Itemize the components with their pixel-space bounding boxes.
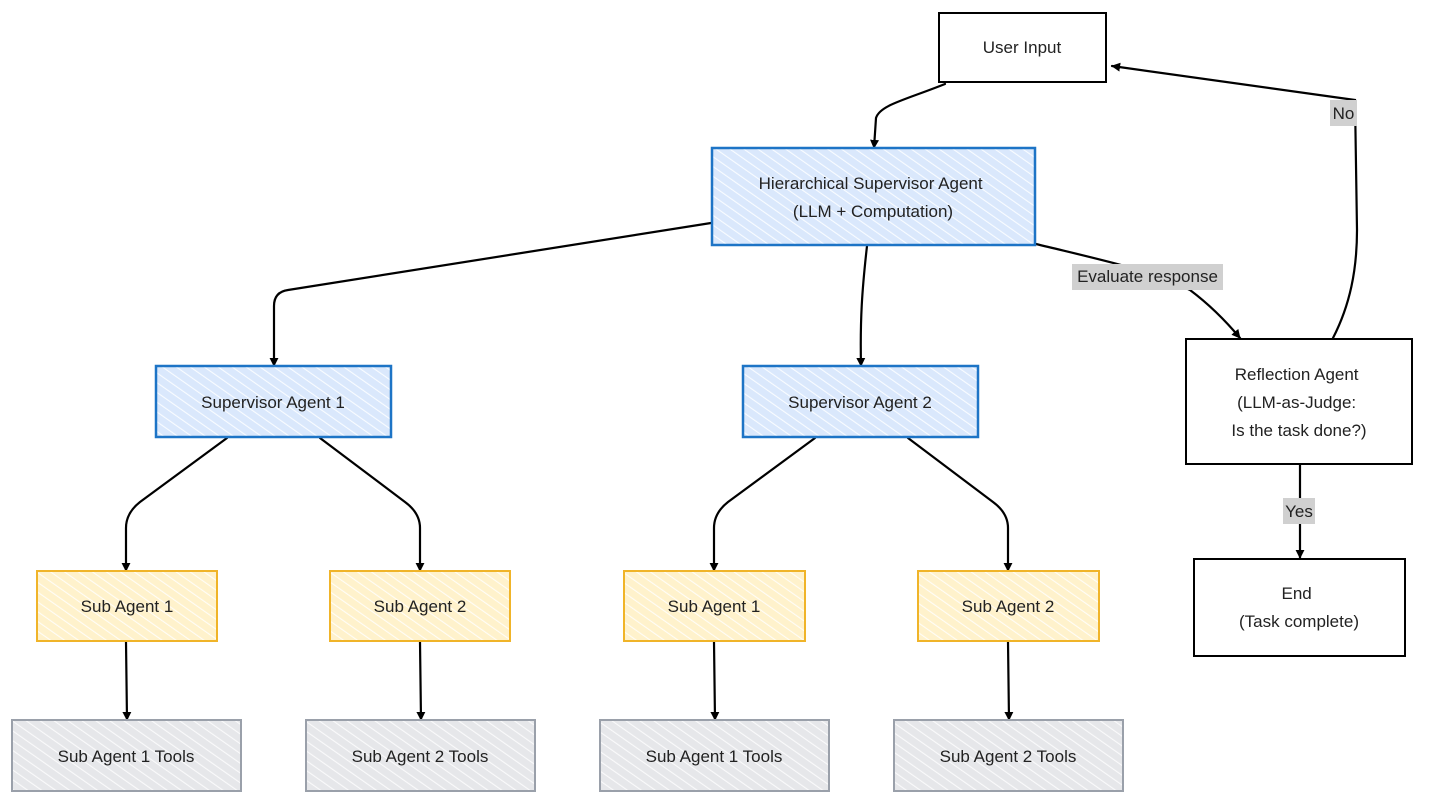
node-tools-2a[interactable]: Sub Agent 2 Tools xyxy=(305,719,536,792)
node-supervisor-1[interactable]: Supervisor Agent 1 xyxy=(154,364,393,439)
node-sub-agent-2a[interactable]: Sub Agent 2 xyxy=(329,570,511,642)
edge-sub1a-to-tools1a xyxy=(122,640,132,722)
edge-hier-to-sup1 xyxy=(269,221,713,368)
edge-hier-to-reflection xyxy=(1034,242,1242,340)
node-tools-2a-line-1: Sub Agent 2 Tools xyxy=(352,747,489,766)
node-user-input[interactable]: User Input xyxy=(938,12,1107,83)
node-sub-agent-1a-line-1: Sub Agent 1 xyxy=(81,597,174,616)
node-sub-agent-1a[interactable]: Sub Agent 1 xyxy=(36,570,218,642)
node-tools-1b-line-1: Sub Agent 1 Tools xyxy=(646,747,783,766)
node-hierarchical-supervisor[interactable]: Hierarchical Supervisor Agent (LLM + Com… xyxy=(710,146,1037,247)
edge-sup1-to-sub1a xyxy=(121,436,229,573)
svg-text:Hierarchical Supervisor Agent: Hierarchical Supervisor Agent (LLM + Com… xyxy=(759,174,988,221)
edge-label-yes-text: Yes xyxy=(1285,502,1313,521)
node-tools-2b-line-1: Sub Agent 2 Tools xyxy=(940,747,1077,766)
svg-text:User Input: User Input xyxy=(983,38,1062,57)
edge-sub2a-to-tools2a xyxy=(416,640,426,722)
node-tools-1a[interactable]: Sub Agent 1 Tools xyxy=(11,719,242,792)
node-reflection-line-2: (LLM-as-Judge: xyxy=(1237,393,1356,412)
edge-sub1b-to-tools1b xyxy=(710,640,720,722)
edge-sup2-to-sub2b xyxy=(906,436,1013,573)
node-reflection-agent[interactable]: Reflection Agent (LLM-as-Judge: Is the t… xyxy=(1185,338,1413,465)
svg-text:Sub Agent 1: Sub Agent 1 xyxy=(81,597,174,616)
node-end[interactable]: End (Task complete) xyxy=(1193,558,1406,657)
node-tools-1b[interactable]: Sub Agent 1 Tools xyxy=(599,719,830,792)
svg-text:Sub Agent 2: Sub Agent 2 xyxy=(962,597,1055,616)
svg-text:Sub Agent 1 Tools: Sub Agent 1 Tools xyxy=(58,747,195,766)
edge-reflection-to-user-no xyxy=(1110,62,1359,340)
edge-user-to-hier xyxy=(870,82,947,150)
node-sub-agent-2a-line-1: Sub Agent 2 xyxy=(374,597,467,616)
svg-text:Sub Agent 1 Tools: Sub Agent 1 Tools xyxy=(646,747,783,766)
node-hier-line-2: (LLM + Computation) xyxy=(793,202,953,221)
edge-sup1-to-sub2a xyxy=(318,436,425,573)
node-sub-agent-2b[interactable]: Sub Agent 2 xyxy=(917,570,1100,642)
svg-text:Sub Agent 1: Sub Agent 1 xyxy=(668,597,761,616)
edge-label-evaluate-text: Evaluate response xyxy=(1077,267,1218,286)
node-end-line-1: End xyxy=(1282,584,1312,603)
node-end-line-2: (Task complete) xyxy=(1239,612,1359,631)
edge-hier-to-sup2 xyxy=(856,244,869,368)
edge-label-evaluate: Evaluate response xyxy=(1072,264,1223,290)
svg-text:Supervisor Agent 2: Supervisor Agent 2 xyxy=(788,393,932,412)
svg-text:Sub Agent 2 Tools: Sub Agent 2 Tools xyxy=(940,747,1077,766)
node-supervisor-1-line-1: Supervisor Agent 1 xyxy=(201,393,345,412)
node-supervisor-2-line-1: Supervisor Agent 2 xyxy=(788,393,932,412)
svg-text:Supervisor Agent 1: Supervisor Agent 1 xyxy=(201,393,345,412)
node-sub-agent-1b-line-1: Sub Agent 1 xyxy=(668,597,761,616)
svg-text:End (Task complete): End (Task complete) xyxy=(1239,584,1359,631)
svg-text:Sub Agent 2 Tools: Sub Agent 2 Tools xyxy=(352,747,489,766)
node-sub-agent-2b-line-1: Sub Agent 2 xyxy=(962,597,1055,616)
node-sub-agent-1b[interactable]: Sub Agent 1 xyxy=(623,570,806,642)
node-reflection-line-3: Is the task done?) xyxy=(1231,421,1366,440)
svg-text:Reflection Agent (LLM-as: Reflection Agent (LLM-as-Judge: Is the t… xyxy=(1231,365,1366,440)
edge-label-no-text: No xyxy=(1333,104,1355,123)
svg-text:Sub Agent 2: Sub Agent 2 xyxy=(374,597,467,616)
edge-sup2-to-sub1b xyxy=(709,436,817,573)
edge-label-no: No xyxy=(1330,100,1357,126)
node-tools-1a-line-1: Sub Agent 1 Tools xyxy=(58,747,195,766)
node-reflection-line-1: Reflection Agent xyxy=(1235,365,1359,384)
node-user-input-line-1: User Input xyxy=(983,38,1062,57)
edge-sub2b-to-tools2b xyxy=(1004,640,1014,722)
node-hier-line-1: Hierarchical Supervisor Agent xyxy=(759,174,983,193)
node-supervisor-2[interactable]: Supervisor Agent 2 xyxy=(741,364,980,439)
edge-label-yes: Yes xyxy=(1283,498,1315,524)
node-tools-2b[interactable]: Sub Agent 2 Tools xyxy=(893,719,1124,792)
